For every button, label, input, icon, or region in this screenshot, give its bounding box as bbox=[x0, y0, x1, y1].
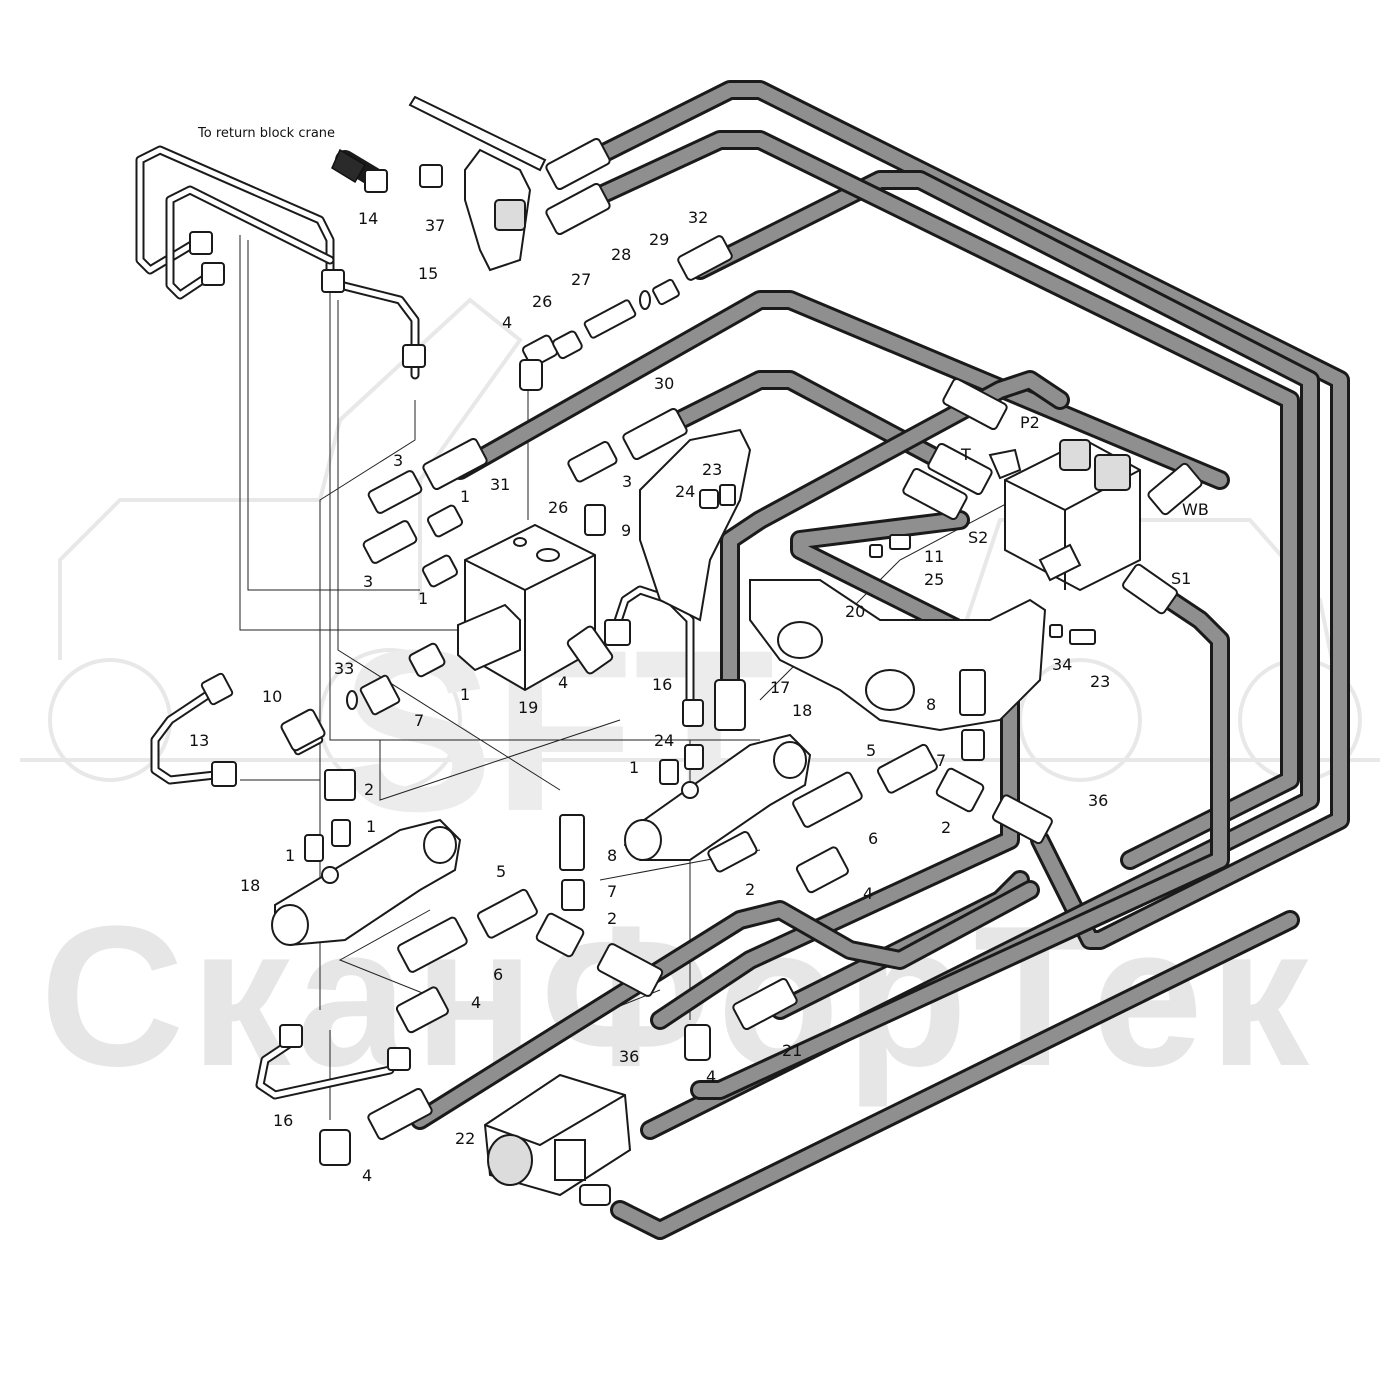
note-return-block: To return block crane bbox=[197, 126, 335, 141]
label-29: 29 bbox=[649, 230, 669, 249]
label-1e: 1 bbox=[366, 817, 376, 836]
hoses bbox=[335, 80, 1350, 1240]
plate-20-hole bbox=[777, 621, 823, 659]
pump bbox=[483, 1073, 632, 1197]
label-18a: 18 bbox=[792, 701, 812, 720]
label-32: 32 bbox=[688, 208, 708, 227]
label-24: 24 bbox=[675, 482, 695, 501]
label-6b: 6 bbox=[493, 965, 503, 984]
label-1a: 1 bbox=[460, 487, 470, 506]
label-20: 20 bbox=[845, 602, 865, 621]
label-2b: 2 bbox=[941, 818, 951, 837]
pipe-13 bbox=[150, 685, 220, 785]
hose-S1 bbox=[690, 590, 1230, 1100]
pipe-16a bbox=[610, 585, 695, 705]
label-7a: 7 bbox=[414, 711, 424, 730]
plate-24 bbox=[639, 428, 752, 622]
pedal-valve bbox=[331, 95, 547, 272]
label-26b: 26 bbox=[548, 498, 568, 517]
label-4f: 4 bbox=[362, 1166, 372, 1185]
label-4d: 4 bbox=[471, 993, 481, 1012]
label-33: 33 bbox=[334, 659, 354, 678]
label-14: 14 bbox=[358, 209, 378, 228]
label-10: 10 bbox=[262, 687, 282, 706]
label-T: T bbox=[960, 445, 971, 464]
label-1d: 1 bbox=[629, 758, 639, 777]
label-S1: S1 bbox=[1171, 569, 1191, 588]
label-21: 21 bbox=[782, 1041, 802, 1060]
priority-valve-18b bbox=[623, 733, 812, 861]
priority-valve-18a bbox=[271, 818, 462, 947]
label-18b: 18 bbox=[240, 876, 260, 895]
label-16a: 16 bbox=[652, 675, 672, 694]
label-1c: 1 bbox=[460, 685, 470, 704]
label-19: 19 bbox=[518, 698, 538, 717]
hose-top-2 bbox=[580, 130, 1300, 870]
label-8a: 8 bbox=[926, 695, 936, 714]
label-5a: 5 bbox=[866, 741, 876, 760]
hose-17 bbox=[720, 370, 1070, 710]
label-1f: 1 bbox=[285, 846, 295, 865]
hose-pump-return bbox=[610, 910, 1300, 1240]
fittings bbox=[189, 137, 1203, 1206]
callout-labels: To return block crane 14 37 15 32 29 28 … bbox=[189, 126, 1209, 1185]
label-7b: 7 bbox=[936, 751, 946, 770]
label-8b: 8 bbox=[607, 846, 617, 865]
label-30: 30 bbox=[654, 374, 674, 393]
hose-30 bbox=[650, 370, 950, 470]
label-9: 9 bbox=[621, 521, 631, 540]
label-36b: 36 bbox=[619, 1047, 639, 1066]
label-22: 22 bbox=[455, 1129, 475, 1148]
plate-20-hole-2 bbox=[865, 669, 915, 711]
label-3a: 3 bbox=[393, 451, 403, 470]
label-P2: P2 bbox=[1020, 413, 1040, 432]
label-3c: 3 bbox=[363, 572, 373, 591]
pipe-16b bbox=[255, 1035, 395, 1100]
label-1b: 1 bbox=[418, 589, 428, 608]
label-6a: 6 bbox=[868, 829, 878, 848]
label-7c: 7 bbox=[607, 882, 617, 901]
label-23a: 23 bbox=[702, 460, 722, 479]
label-2c: 2 bbox=[745, 880, 755, 899]
label-5b: 5 bbox=[496, 862, 506, 881]
valve-block-19 bbox=[457, 523, 596, 692]
label-S2: S2 bbox=[968, 528, 988, 547]
hose-22 bbox=[410, 880, 1040, 1130]
label-37: 37 bbox=[425, 216, 445, 235]
label-2a: 2 bbox=[364, 780, 374, 799]
label-11: 11 bbox=[924, 547, 944, 566]
label-27: 27 bbox=[571, 270, 591, 289]
label-16b: 16 bbox=[273, 1111, 293, 1130]
label-17: 17 bbox=[770, 678, 790, 697]
control-valve bbox=[988, 438, 1141, 592]
label-28: 28 bbox=[611, 245, 631, 264]
label-31: 31 bbox=[490, 475, 510, 494]
label-23b: 23 bbox=[1090, 672, 1110, 691]
label-15: 15 bbox=[418, 264, 438, 283]
label-26a: 26 bbox=[532, 292, 552, 311]
pipe-14 bbox=[135, 145, 335, 300]
label-4a: 4 bbox=[502, 313, 512, 332]
label-4b: 4 bbox=[558, 673, 568, 692]
label-WB: WB bbox=[1182, 500, 1209, 519]
label-34: 34 bbox=[1052, 655, 1072, 674]
label-4c: 4 bbox=[863, 884, 873, 903]
hose-37-end bbox=[331, 148, 367, 184]
label-4e: 4 bbox=[706, 1067, 716, 1086]
label-25: 25 bbox=[924, 570, 944, 589]
label-36a: 36 bbox=[1088, 791, 1108, 810]
label-3b: 3 bbox=[622, 472, 632, 491]
label-13: 13 bbox=[189, 731, 209, 750]
label-24b: 24 bbox=[654, 731, 674, 750]
label-2d: 2 bbox=[607, 909, 617, 928]
